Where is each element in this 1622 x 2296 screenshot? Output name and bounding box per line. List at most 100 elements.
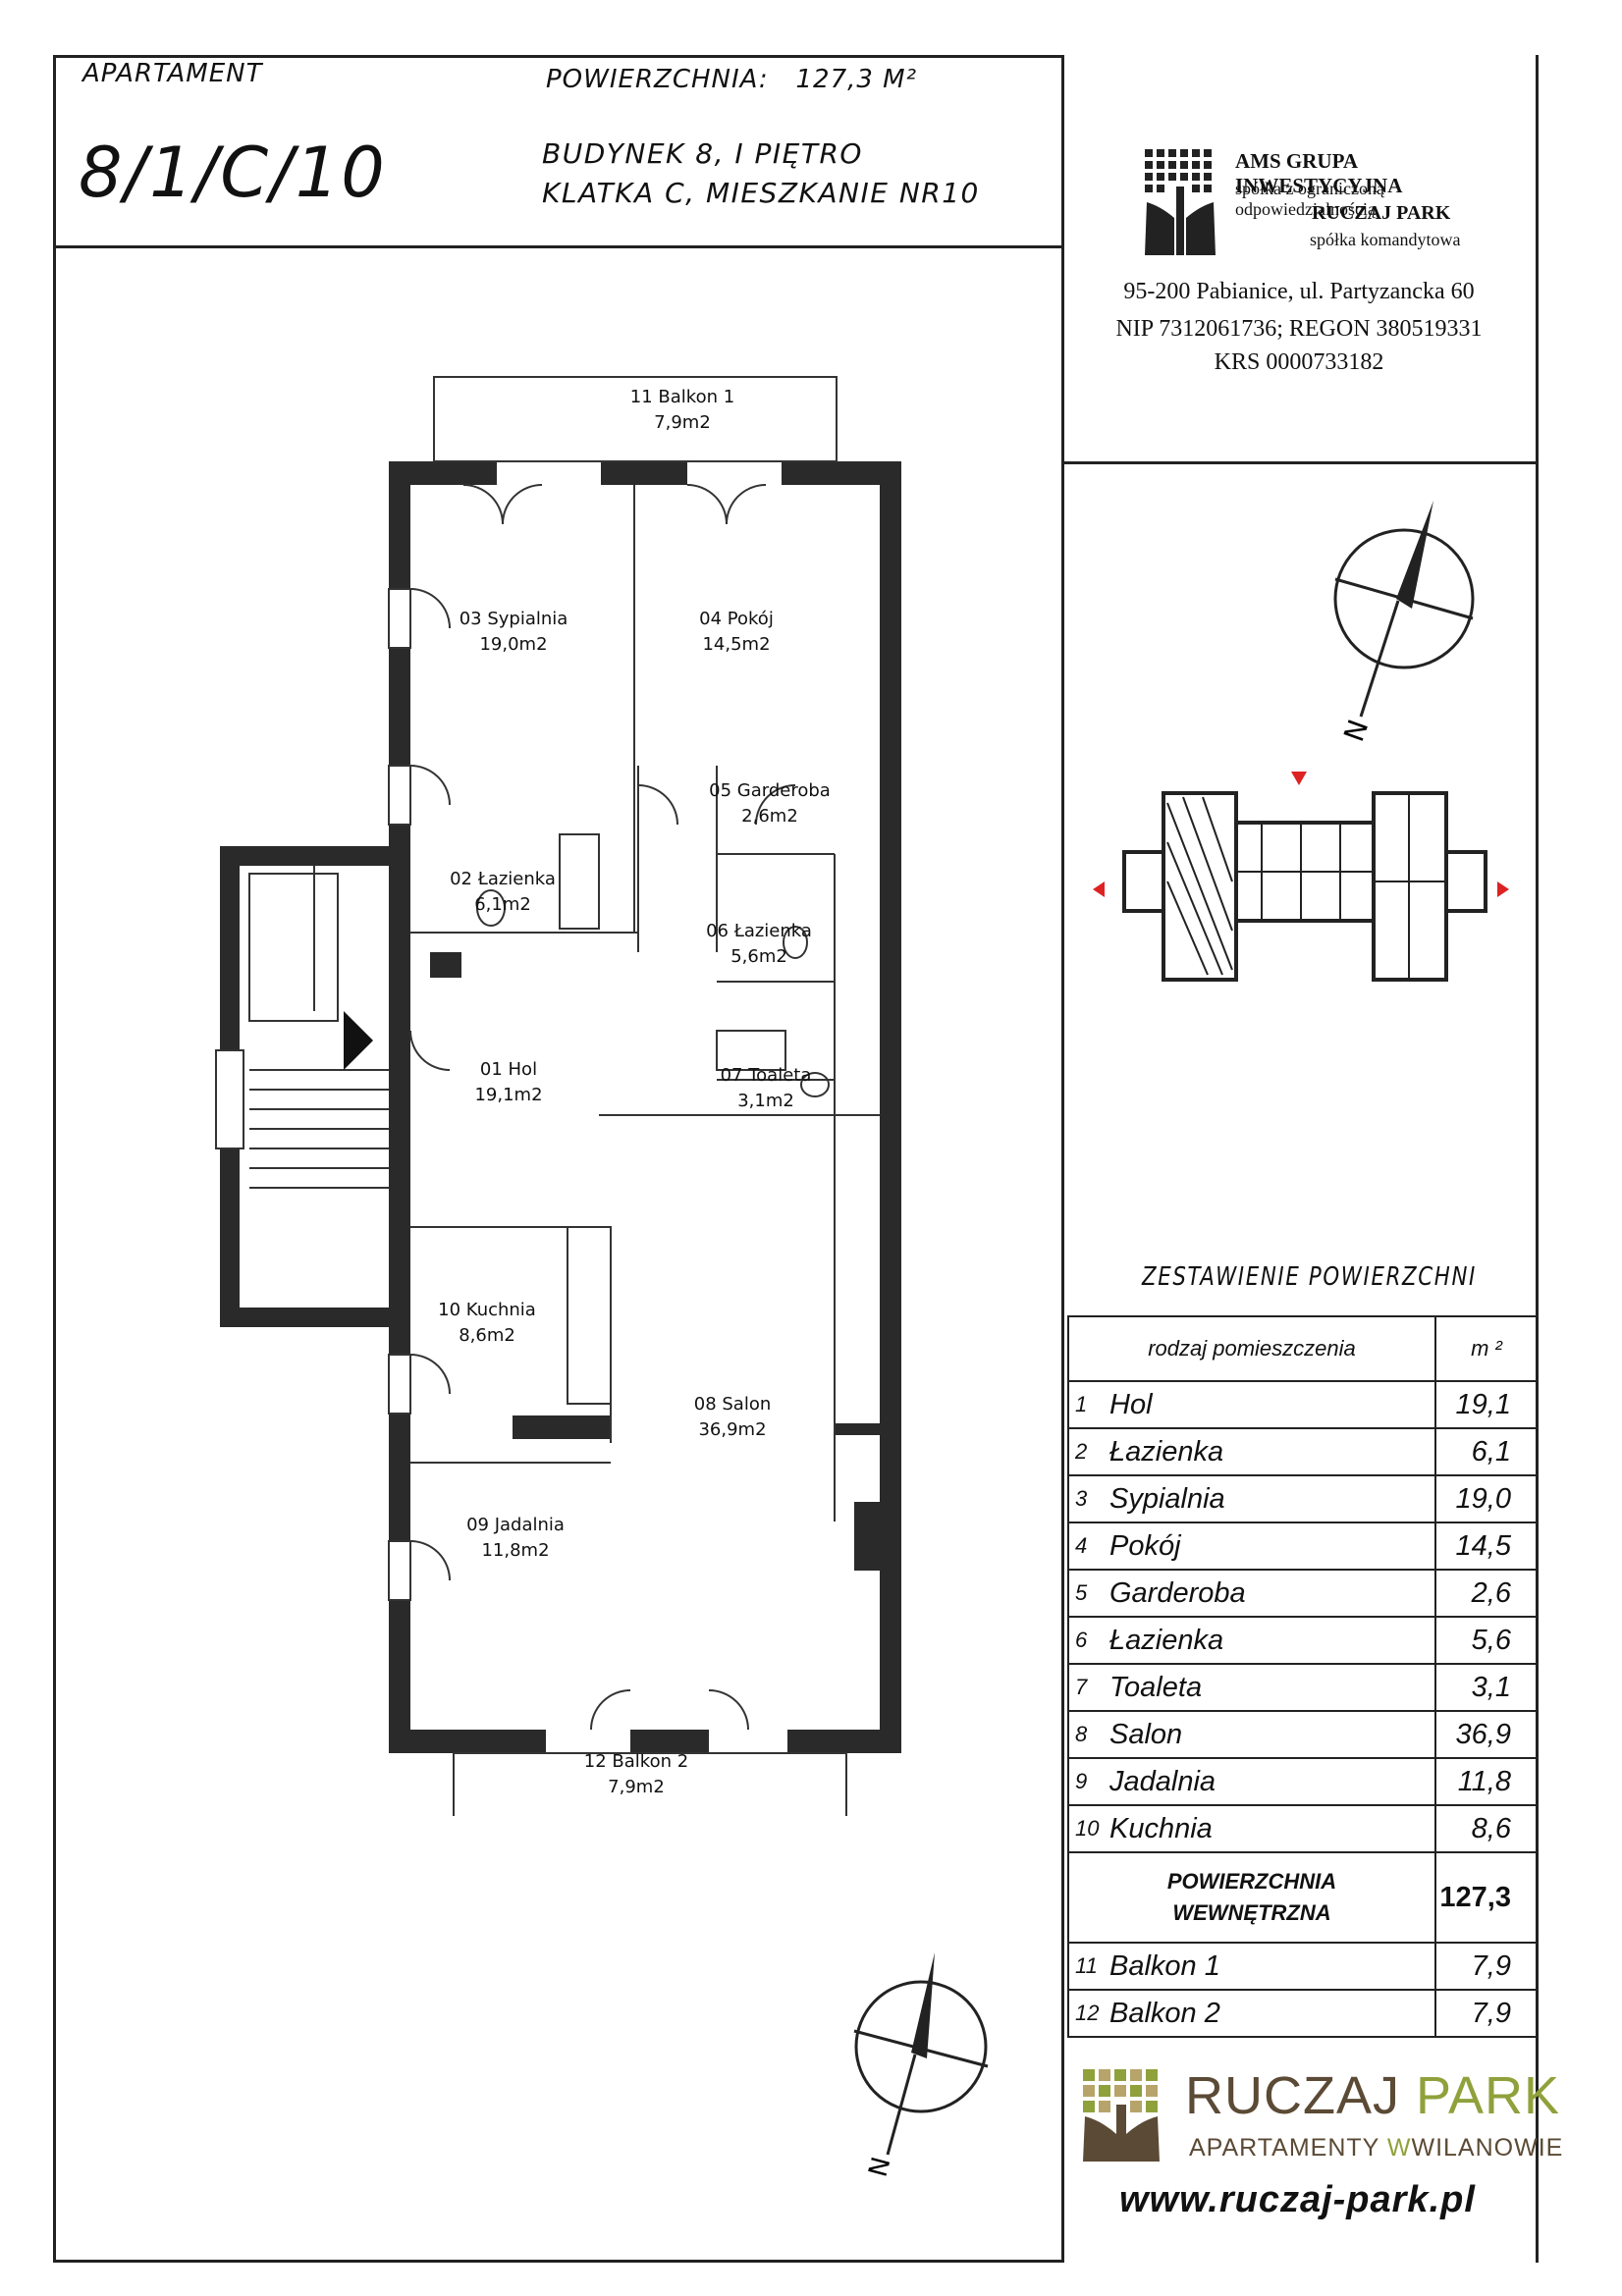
row-value: 19,1 [1434, 1380, 1539, 1429]
row-value: 7,9 [1434, 1989, 1539, 2038]
room-area: 14,5m2 [702, 634, 771, 655]
company-divider [1061, 461, 1539, 464]
room-name: 09 Jadalnia [466, 1515, 565, 1535]
row-number: 7 [1067, 1663, 1102, 1712]
room-name: 04 Pokój [699, 609, 774, 629]
row-number: 12 [1067, 1989, 1102, 2038]
website-link[interactable]: www.ruczaj-park.pl [1119, 2179, 1476, 2220]
room-area: 36,9m2 [698, 1419, 767, 1440]
row-number: 9 [1067, 1757, 1102, 1806]
ruczaj-park-logo-icon [1083, 2069, 1160, 2162]
brand-subtitle: APARTAMENTY WWILANOWIE [1189, 2134, 1563, 2163]
row-name: Balkon 1 [1102, 1942, 1436, 1991]
room-area: 19,0m2 [479, 634, 548, 655]
total-value: 127,3 [1434, 1851, 1539, 1944]
brand-name-part-2: PARK [1416, 2066, 1561, 2125]
row-value: 6,1 [1434, 1427, 1539, 1476]
row-value: 14,5 [1434, 1522, 1539, 1571]
room-label-pokoj: 04 Pokój 14,5m2 [699, 607, 774, 658]
area-header: POWIERZCHNIA: 127,3 M² [546, 65, 917, 94]
row-value: 5,6 [1434, 1616, 1539, 1665]
room-area: 7,9m2 [608, 1777, 665, 1797]
row-number: 6 [1067, 1616, 1102, 1665]
room-label-hol: 01 Hol 19,1m2 [474, 1057, 542, 1108]
floor-plan [215, 376, 901, 1816]
row-name: Garderoba [1102, 1569, 1436, 1618]
room-name: 11 Balkon 1 [629, 387, 735, 407]
room-label-balkon-1: 11 Balkon 1 7,9m2 [630, 385, 734, 436]
row-number: 8 [1067, 1710, 1102, 1759]
row-number: 3 [1067, 1474, 1102, 1523]
row-name: Łazienka [1102, 1427, 1436, 1476]
tree-logo-icon [1145, 149, 1216, 255]
apartment-label: APARTAMENT [82, 59, 263, 88]
room-name: 05 Garderoba [709, 780, 831, 801]
row-value: 8,6 [1434, 1804, 1539, 1853]
brand-subtitle-w: W [1386, 2134, 1412, 2162]
room-name: 01 Hol [479, 1059, 538, 1080]
room-name: 02 Łazienka [450, 869, 556, 889]
row-value: 19,0 [1434, 1474, 1539, 1523]
room-name: 03 Sypialnia [459, 609, 568, 629]
row-number: 2 [1067, 1427, 1102, 1476]
row-number: 1 [1067, 1380, 1102, 1429]
total-label-line-2: WEWNĘTRZNA [1172, 1900, 1331, 1925]
room-label-garderoba: 05 Garderoba 2,6m2 [709, 778, 831, 829]
row-number: 11 [1067, 1942, 1102, 1991]
apartment-number: 8/1/C/10 [79, 133, 387, 213]
room-area: 7,9m2 [654, 412, 711, 433]
brand-subtitle-part-1: APARTAMENTY [1189, 2134, 1379, 2162]
room-label-jadalnia: 09 Jadalnia 11,8m2 [466, 1513, 565, 1564]
compass-rose-icon: N [1333, 501, 1475, 746]
company-krs: KRS 0000733182 [1214, 349, 1384, 375]
room-name: 10 Kuchnia [438, 1300, 536, 1320]
building-line: BUDYNEK 8, I PIĘTRO [542, 137, 863, 170]
compass-bottom-north-label: N [864, 2154, 897, 2180]
stair-line: KLATKA C, MIESZKANIE NR10 [542, 177, 980, 209]
row-name: Sypialnia [1102, 1474, 1436, 1523]
company-partner-form: spółka komandytowa [1310, 230, 1461, 249]
col-unit-header: m ² [1434, 1315, 1539, 1382]
room-area: 2,6m2 [741, 806, 798, 827]
total-label: POWIERZCHNIA WEWNĘTRZNA [1067, 1851, 1436, 1944]
company-ids: NIP 7312061736; REGON 380519331 [1115, 316, 1483, 342]
room-area: 11,8m2 [481, 1540, 550, 1561]
total-row: POWIERZCHNIA WEWNĘTRZNA 127,3 [1067, 1851, 1539, 1944]
row-value: 3,1 [1434, 1663, 1539, 1712]
row-value: 7,9 [1434, 1942, 1539, 1991]
company-name: AMS GRUPA INWESTYCYJNA [1235, 149, 1403, 197]
key-plan [1093, 772, 1509, 982]
compass-north-label: N [1337, 716, 1375, 746]
header-divider [53, 245, 1064, 248]
row-value: 11,8 [1434, 1757, 1539, 1806]
row-name: Jadalnia [1102, 1757, 1436, 1806]
total-label-line-1: POWIERZCHNIA [1166, 1869, 1337, 1894]
table-header-row: rodzaj pomieszczenia m ² [1067, 1315, 1539, 1382]
room-area: 19,1m2 [474, 1085, 543, 1105]
summary-title: ZESTAWIENIE POWIERZCHNI [1142, 1262, 1477, 1292]
row-number: 10 [1067, 1804, 1102, 1853]
brand-block: RUCZAJ PARK APARTAMENTY WWILANOWIE [1077, 2065, 1562, 2167]
row-name: Hol [1102, 1380, 1436, 1429]
room-name: 06 Łazienka [706, 921, 812, 941]
row-name: Łazienka [1102, 1616, 1436, 1665]
compass-rose-bottom-icon: N [853, 1952, 989, 2180]
outer-right-border [1536, 55, 1539, 2263]
